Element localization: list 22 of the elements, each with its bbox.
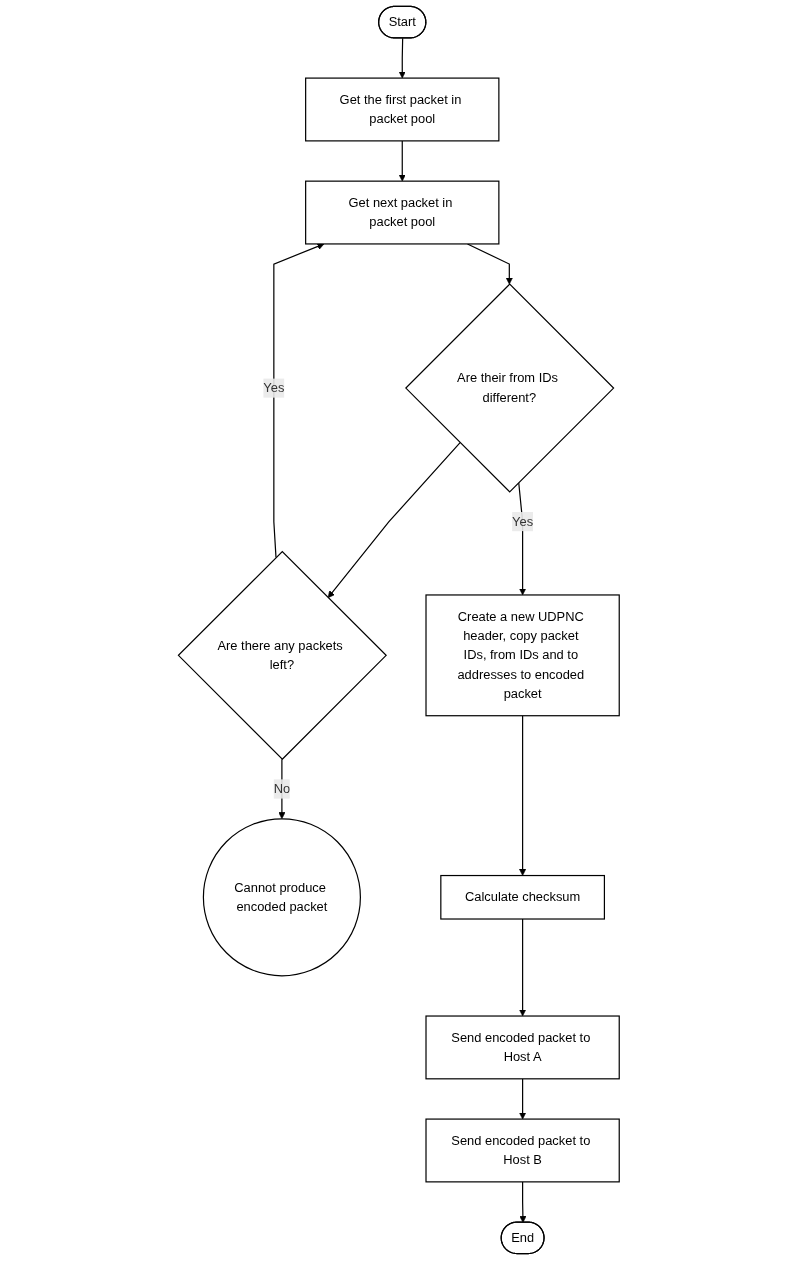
node-diamond: Are there any packets left? bbox=[177, 550, 388, 761]
arrow bbox=[519, 715, 527, 876]
edge-label: Yes bbox=[263, 380, 285, 395]
arrow bbox=[327, 442, 461, 598]
arrow bbox=[278, 758, 286, 820]
arrow bbox=[519, 1078, 527, 1120]
node-diamond: Are their from IDs different? bbox=[405, 283, 615, 493]
arrow bbox=[398, 140, 406, 182]
arrow bbox=[273, 243, 325, 558]
edge-label: Yes bbox=[512, 514, 534, 529]
arrow bbox=[398, 37, 406, 79]
node-box: Calculate checksum bbox=[440, 874, 606, 920]
node-box: Get next packet in packet pool bbox=[305, 180, 500, 245]
node-box: Send encoded packet to Host B bbox=[425, 1118, 620, 1183]
arrow bbox=[467, 243, 513, 285]
edge-label: No bbox=[273, 781, 291, 796]
arrow bbox=[519, 918, 527, 1017]
node-box: Create a new UDPNC header, copy packet IDs, from IDs and to addresses to encoded packet bbox=[425, 594, 620, 717]
node-circle: Cannot produce encoded packet bbox=[202, 818, 362, 977]
node-box: Send encoded packet to Host A bbox=[425, 1015, 620, 1080]
node-box: Get the first packet in packet pool bbox=[305, 77, 500, 142]
arrow bbox=[519, 1181, 527, 1223]
